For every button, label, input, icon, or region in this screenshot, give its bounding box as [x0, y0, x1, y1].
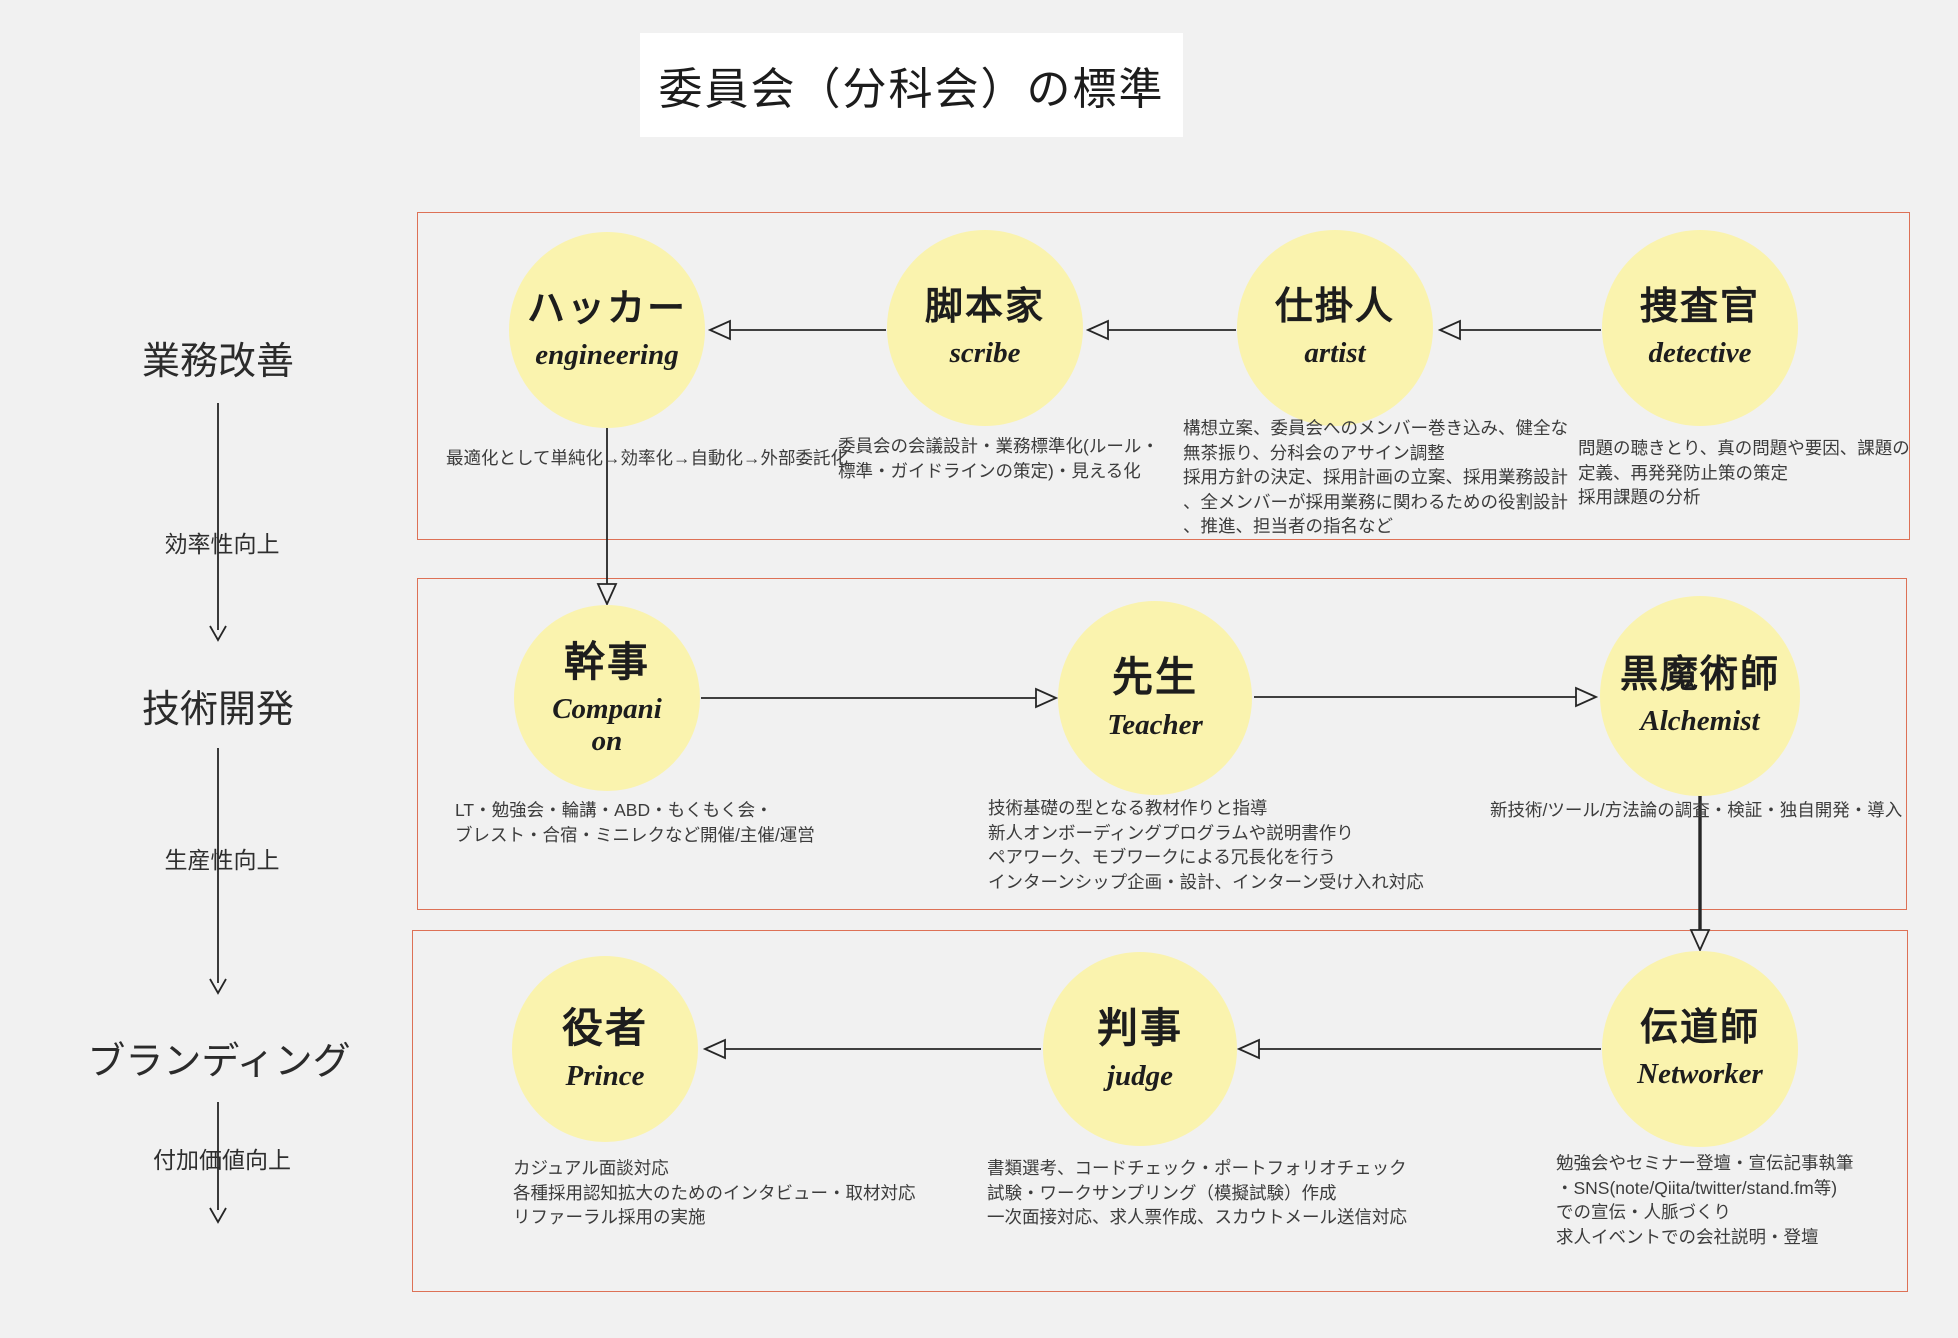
arrow-networker-to-judge	[1236, 1038, 1601, 1060]
role-subtitle-prince: Prince	[565, 1059, 645, 1092]
role-circle-scribe: 脚本家 scribe	[887, 230, 1083, 426]
role-description-judge: 書類選考、コードチェック・ポートフォリオチェック 試験・ワークサンプリング（模擬…	[987, 1158, 1407, 1227]
role-description-scribe: 委員会の会議設計・業務標準化(ルール・ 標準・ガイドラインの策定)・見える化	[838, 436, 1159, 481]
role-name-prince: 役者	[562, 1005, 648, 1052]
group-box-row2	[417, 578, 1907, 910]
arrow-scribe-to-hacker	[707, 319, 886, 341]
arrow-artist-to-scribe	[1085, 319, 1236, 341]
role-description-prince: カジュアル面談対応 各種採用認知拡大のためのインタビュー・取材対応 リファーラル…	[513, 1158, 916, 1227]
role-name-networker: 伝道師	[1639, 1007, 1760, 1050]
role-circle-detective: 捜査官 detective	[1602, 230, 1798, 426]
role-name-artist: 仕掛人	[1274, 286, 1395, 329]
role-circle-teacher: 先生 Teacher	[1058, 601, 1252, 795]
role-description-hacker: 最適化として単純化→効率化→自動化→外部委託化	[446, 448, 848, 468]
role-description-alchemist: 新技術/ツール/方法論の調査・検証・独自開発・導入	[1490, 800, 1903, 820]
page-title: 委員会（分科会）の標準	[658, 65, 1165, 114]
role-circle-prince: 役者 Prince	[512, 956, 698, 1142]
arrow-judge-to-prince	[702, 1038, 1041, 1060]
stage-label-branding: ブランディング	[87, 1041, 351, 1083]
role-description-companion: LT・勉強会・輪講・ABD・もくもく会・ ブレスト・合宿・ミニレクなど開催/主催…	[455, 800, 815, 845]
role-circle-alchemist: 黒魔術師 Alchemist	[1600, 596, 1800, 796]
role-subtitle-detective: detective	[1648, 336, 1752, 369]
arrow-companion-to-teacher	[701, 687, 1059, 709]
arrow-stage2-to-stage3	[209, 748, 227, 995]
role-name-judge: 判事	[1097, 1005, 1183, 1052]
transition-label-added-value: 付加価値向上	[153, 1147, 291, 1173]
transition-label-productivity: 生産性向上	[164, 847, 280, 873]
role-description-networker: 勉強会やセミナー登壇・宣伝記事執筆 ・SNS(note/Qiita/twitte…	[1556, 1153, 1854, 1247]
group-box-row1	[417, 212, 1910, 540]
role-subtitle-networker: Networker	[1637, 1057, 1763, 1090]
role-subtitle-judge: judge	[1106, 1059, 1174, 1092]
role-subtitle-scribe: scribe	[949, 336, 1021, 369]
role-name-detective: 捜査官	[1639, 286, 1760, 329]
role-circle-judge: 判事 judge	[1043, 952, 1237, 1146]
stage-label-business-improvement: 業務改善	[141, 341, 295, 383]
role-description-detective: 問題の聴きとり、真の問題や要因、課題の 定義、再発発防止策の策定 採用課題の分析	[1578, 438, 1910, 507]
title-box: 委員会（分科会）の標準	[640, 33, 1183, 137]
role-subtitle-teacher: Teacher	[1107, 708, 1203, 741]
role-circle-networker: 伝道師 Networker	[1602, 951, 1798, 1147]
role-name-scribe: 脚本家	[924, 286, 1045, 329]
role-subtitle-alchemist: Alchemist	[1640, 704, 1760, 737]
role-subtitle-companion: Companion	[552, 692, 662, 757]
role-name-alchemist: 黒魔術師	[1619, 654, 1780, 697]
role-circle-hacker: ハッカー engineering	[509, 232, 705, 428]
arrow-hacker-to-companion	[596, 427, 618, 607]
role-name-hacker: ハッカー	[526, 288, 687, 331]
role-name-companion: 幹事	[564, 638, 650, 685]
arrow-stage1-to-stage2	[209, 403, 227, 642]
role-description-artist: 構想立案、委員会へのメンバー巻き込み、健全な 無茶振り、分科会のアサイン調整 採…	[1183, 418, 1568, 536]
role-circle-artist: 仕掛人 artist	[1237, 230, 1433, 426]
role-name-teacher: 先生	[1112, 654, 1198, 701]
role-circle-companion: 幹事 Companion	[514, 605, 700, 791]
arrow-alchemist-to-networker	[1689, 795, 1711, 953]
arrow-stage3-down	[209, 1102, 227, 1224]
transition-label-efficiency: 効率性向上	[164, 531, 280, 557]
group-box-row3	[412, 930, 1908, 1292]
role-description-teacher: 技術基礎の型となる教材作りと指導 新人オンボーディングプログラムや説明書作り ペ…	[988, 798, 1424, 892]
role-subtitle-artist: artist	[1304, 336, 1366, 369]
role-subtitle-hacker: engineering	[535, 338, 679, 371]
arrow-detective-to-artist	[1437, 319, 1601, 341]
arrow-teacher-to-alchemist	[1254, 686, 1599, 708]
stage-label-tech-development: 技術開発	[141, 689, 295, 731]
